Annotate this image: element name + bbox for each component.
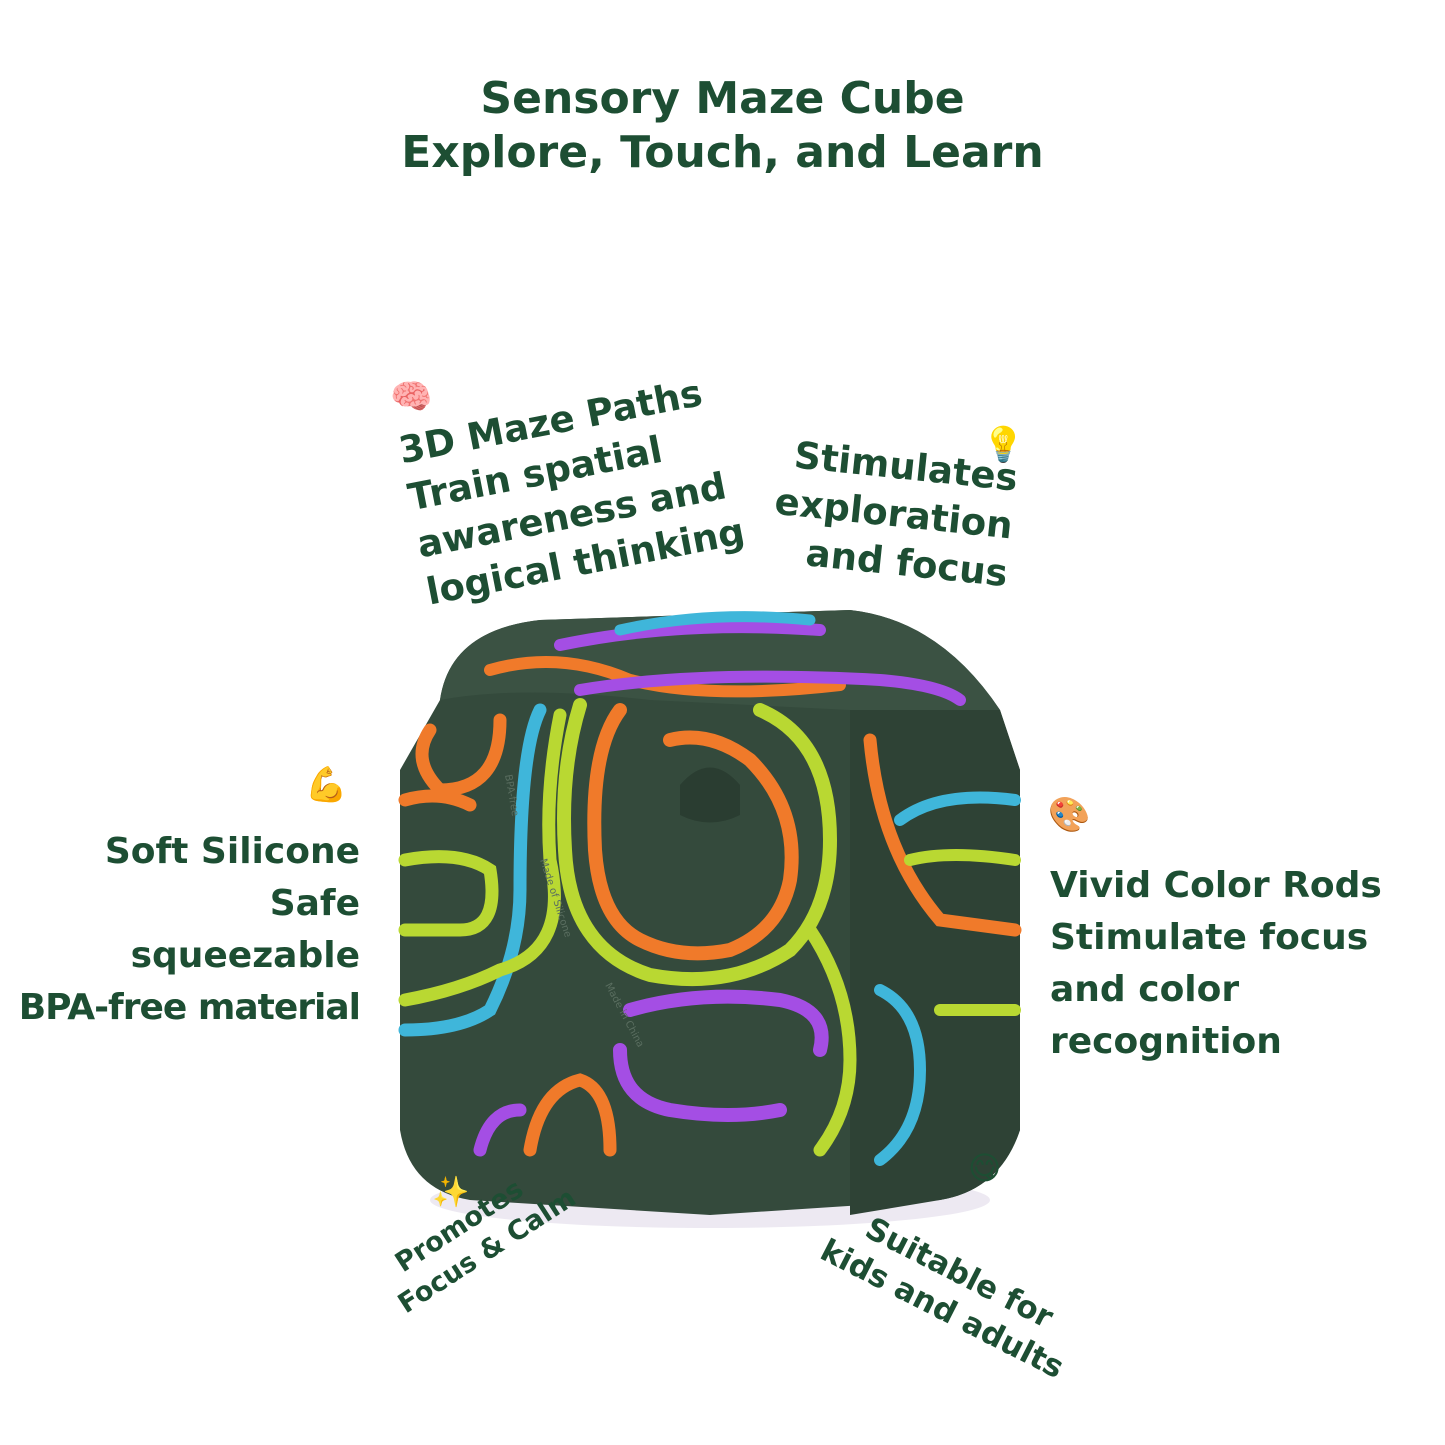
feature-colors-line-4: recognition	[1050, 1021, 1282, 1062]
light-bulb-icon: 💡	[982, 425, 1025, 465]
feature-soft-silicone: Soft Silicone Safe squeezable BPA-free m…	[10, 826, 361, 1034]
sparkle-icon: ✨	[432, 1175, 470, 1210]
feature-silicone-line-4: BPA-free material	[18, 987, 361, 1028]
rod-blue-left	[398, 703, 547, 1037]
artist-palette-icon: 🎨	[1048, 795, 1091, 835]
feature-colors-line-3: and color	[1050, 969, 1240, 1010]
rod-purple-top	[554, 621, 826, 651]
feature-silicone-line-2: Safe	[269, 883, 360, 924]
rod-lime-front-right	[803, 923, 857, 1157]
feature-exploration: Stimulates exploration and focus	[756, 429, 1020, 598]
title-line-2: Explore, Touch, and Learn	[401, 127, 1044, 178]
rod-orange-left-2	[415, 713, 507, 797]
rod-lime-spiral	[557, 698, 838, 987]
rod-lime-left	[398, 850, 499, 937]
maze-cube-image: BPA-free Made of Silicone Made in China	[380, 590, 1040, 1250]
title-line-1: Sensory Maze Cube	[480, 73, 965, 124]
brain-icon: 🧠	[390, 377, 433, 417]
rod-purple-top-2	[574, 670, 966, 706]
feature-colors-line-1: Vivid Color Rods	[1050, 865, 1382, 906]
maze-cube-illustration: BPA-free Made of Silicone Made in China	[398, 610, 1022, 1228]
rod-blue-top	[614, 611, 816, 636]
rod-purple-bottom-left	[473, 1103, 527, 1157]
rod-orange-spiral	[587, 703, 799, 961]
feature-colors-line-2: Stimulate focus	[1050, 917, 1369, 958]
flexed-biceps-icon: 💪	[305, 765, 348, 805]
rod-lime-right	[904, 849, 1021, 866]
rod-blue-right-2	[874, 984, 927, 1166]
rod-purple-front	[623, 989, 829, 1057]
rod-purple-bottom	[613, 1043, 787, 1122]
rod-orange-right	[863, 733, 1022, 937]
feature-silicone-line-3: squeezable	[130, 935, 360, 976]
cube-center-knob	[680, 767, 740, 823]
page-title: Sensory Maze Cube Explore, Touch, and Le…	[0, 72, 1445, 180]
feature-color-rods: Vivid Color Rods Stimulate focus and col…	[1050, 860, 1382, 1068]
rod-lime-left-2	[398, 708, 567, 1007]
feature-silicone-line-1: Soft Silicone	[104, 831, 360, 872]
rod-orange-bottom	[523, 1073, 617, 1157]
smiling-face-icon: 😋	[968, 1149, 1002, 1187]
feature-maze-paths: 3D Maze Paths Train spatial awareness an…	[395, 366, 749, 616]
rod-blue-right	[894, 791, 1021, 826]
